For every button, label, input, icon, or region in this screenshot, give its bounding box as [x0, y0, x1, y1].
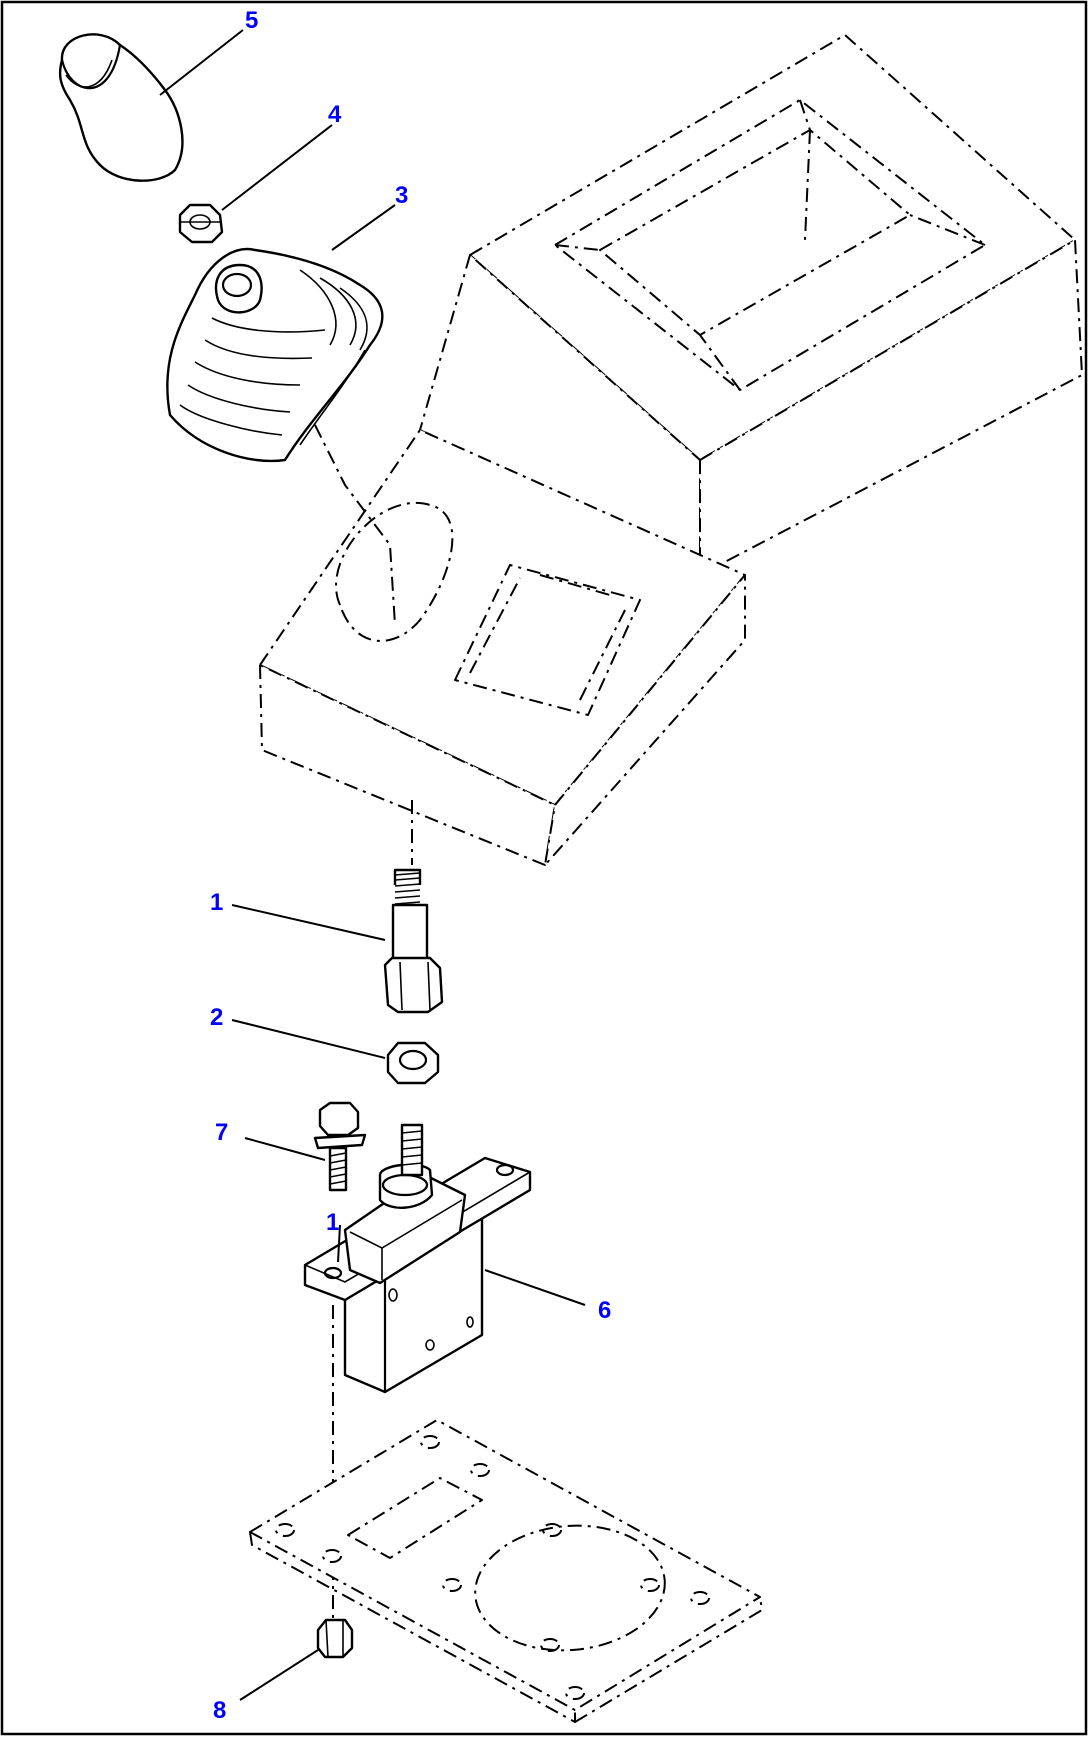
leader-lines — [159, 29, 586, 1701]
callout-2: 2 — [210, 1004, 223, 1031]
leader-1b — [337, 1224, 341, 1263]
stud-bolt-part1 — [383, 868, 444, 1014]
callout-6: 6 — [598, 1297, 611, 1324]
leader-8 — [239, 1649, 319, 1701]
grip-cover-part5 — [58, 33, 184, 182]
callout-3: 3 — [395, 182, 408, 209]
callout-7: 7 — [215, 1119, 228, 1146]
callout-5: 5 — [245, 7, 258, 34]
leader-3 — [331, 204, 396, 251]
switch-unit-part6 — [303, 1123, 532, 1394]
assembly-line-boot — [314, 424, 396, 626]
nut-part4 — [178, 203, 224, 244]
callout-1: 1 — [210, 889, 223, 916]
leader-2 — [231, 1019, 386, 1059]
leader-6 — [484, 1269, 586, 1306]
console-housing — [259, 34, 1083, 866]
callout-8: 8 — [213, 1697, 226, 1724]
callout-4: 4 — [328, 101, 342, 128]
leader-5 — [159, 29, 244, 96]
bolt-part7 — [313, 1101, 367, 1192]
boot-part3 — [166, 247, 384, 463]
leader-4 — [221, 124, 333, 211]
leader-1 — [231, 904, 386, 941]
nut-part2 — [386, 1041, 440, 1085]
mounting-plate — [249, 1419, 763, 1723]
nut-part8 — [316, 1618, 354, 1659]
callout-labels: 5 4 3 1 2 7 1 6 8 — [210, 7, 611, 1724]
callout-1b: 1 — [326, 1209, 339, 1236]
leader-7 — [244, 1137, 326, 1161]
